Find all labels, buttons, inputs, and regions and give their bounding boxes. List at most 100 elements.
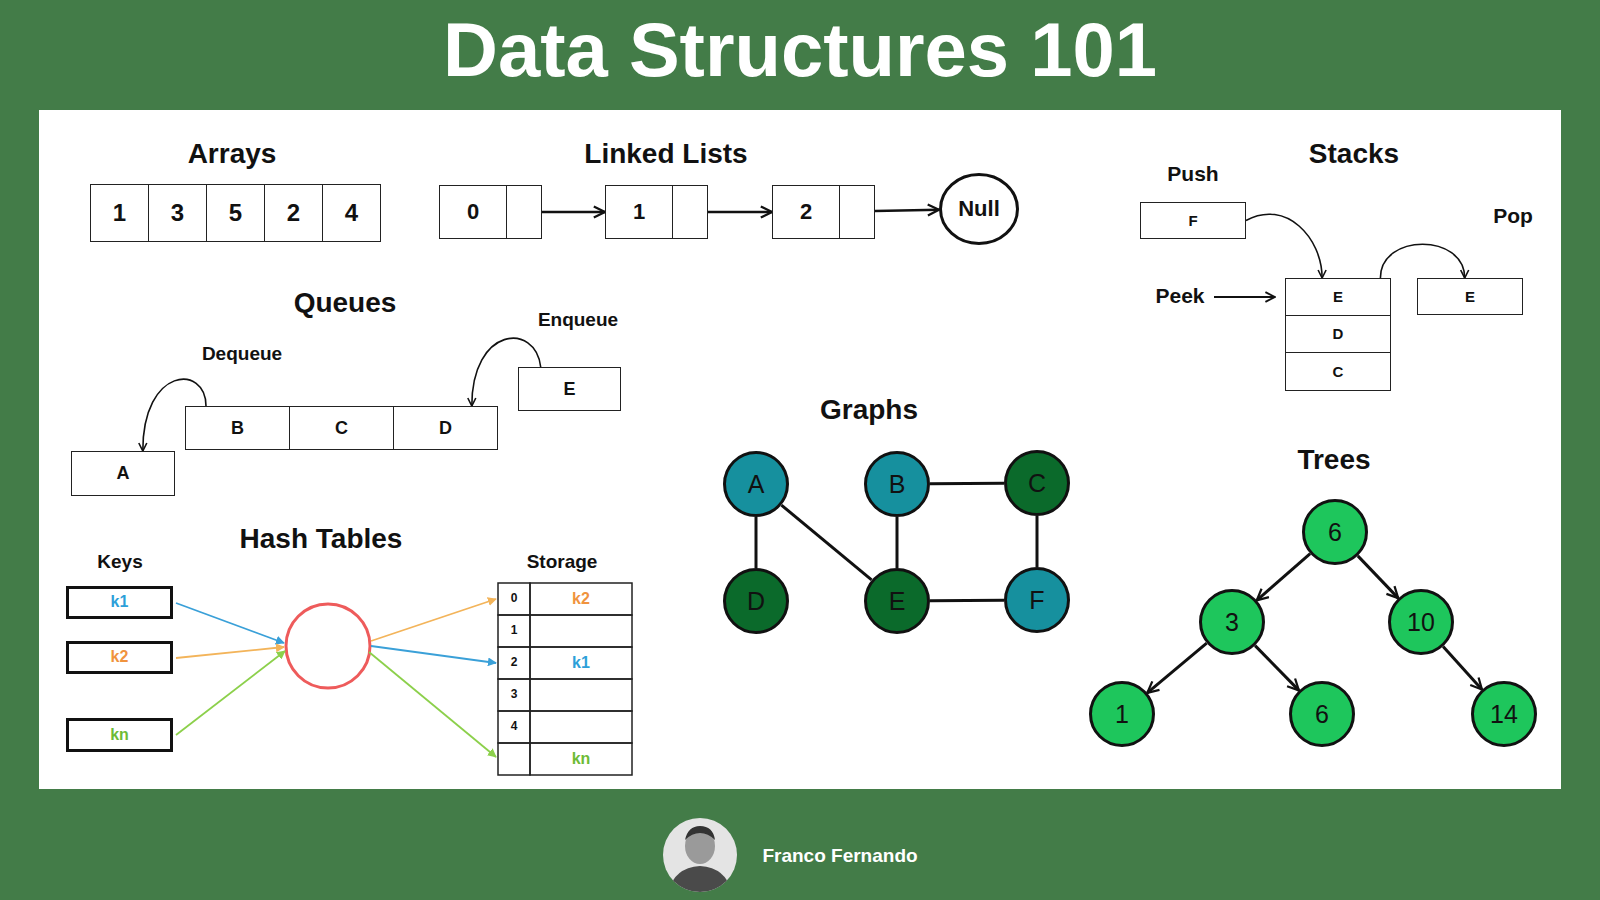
connector: [755, 517, 758, 568]
node-text: C: [335, 418, 348, 439]
storage-cell: [498, 679, 530, 711]
node-text: 4: [345, 199, 358, 227]
connector: [1147, 643, 1206, 693]
storage-cell: [530, 711, 632, 743]
node-text: C: [1028, 469, 1046, 498]
hash-line: [369, 652, 496, 757]
storage-cell: [530, 615, 632, 647]
table-cell: k1: [572, 654, 590, 672]
pointer-cell: [506, 186, 541, 238]
connector: [1380, 244, 1464, 278]
connector: [1255, 646, 1299, 691]
node-text: 1: [633, 199, 645, 224]
storage-cell: [498, 615, 530, 647]
connector: [930, 599, 1004, 603]
table-index: 0: [511, 592, 518, 606]
node-text: B: [231, 418, 244, 439]
node-circle: [866, 453, 929, 516]
connector: [1358, 556, 1398, 598]
array-cell: 4: [322, 184, 381, 242]
hash-function: [286, 604, 370, 688]
table-index: 2: [511, 656, 518, 670]
storage-cell: [498, 583, 530, 615]
storage-cell: [498, 647, 530, 679]
list-node: 1: [605, 185, 708, 239]
table-index: 1: [511, 624, 518, 638]
section-heading: Linked Lists: [584, 138, 747, 170]
pointer-cell: [839, 186, 874, 238]
node-circle: [1304, 501, 1367, 564]
node-circle: [1390, 591, 1453, 654]
enqueue-item: E: [518, 367, 621, 411]
graph-vertex: A: [723, 451, 789, 517]
node-text: 0: [467, 199, 479, 224]
node-text: D: [747, 587, 765, 616]
array-cell: 2: [264, 184, 323, 242]
connector: [1443, 647, 1482, 690]
node-ellipse: [941, 175, 1018, 244]
dequeued-item: A: [71, 451, 175, 496]
avatar-hair: [685, 826, 715, 840]
connector: [896, 517, 899, 568]
connector: [542, 211, 605, 214]
node-circle: [1006, 569, 1069, 632]
storage-cell: [530, 679, 632, 711]
connector: [1036, 516, 1039, 567]
table-cell: k2: [572, 590, 590, 608]
node-text: E: [1465, 288, 1475, 305]
hash-key: kn: [66, 718, 173, 752]
node-circle: [725, 453, 788, 516]
popped-item: E: [1417, 278, 1523, 315]
array-cell: 5: [206, 184, 265, 242]
hash-key: k1: [66, 586, 173, 619]
tree-node: 10: [1388, 589, 1454, 655]
node-text: k2: [111, 648, 129, 666]
column-heading: Storage: [527, 551, 598, 573]
node-text: 3: [171, 199, 184, 227]
push-item: F: [1140, 202, 1246, 239]
tree-node: 6: [1289, 681, 1355, 747]
table-cell: kn: [572, 750, 591, 768]
node-circle: [1201, 591, 1264, 654]
tree-node: 1: [1089, 681, 1155, 747]
node-text: 2: [287, 199, 300, 227]
node-text: 1: [113, 199, 126, 227]
hash-line: [176, 647, 284, 658]
title: Data Structures 101: [443, 6, 1157, 93]
null-terminator: Null: [939, 173, 1019, 245]
array-cell: 3: [148, 184, 207, 242]
hash-key: k2: [66, 641, 173, 674]
node-text: D: [1333, 325, 1344, 342]
node-text: E: [889, 587, 906, 616]
node-text: A: [748, 470, 765, 499]
node-text: Null: [958, 196, 1000, 221]
node-text: A: [117, 463, 130, 484]
node-text: k1: [111, 593, 129, 611]
node-circle: [1091, 683, 1154, 746]
storage-cell: [530, 647, 632, 679]
node-text: E: [1333, 288, 1343, 305]
connector: [1257, 554, 1310, 601]
storage-cell: [498, 711, 530, 743]
graph-vertex: B: [864, 451, 930, 517]
storage-cell: [530, 743, 632, 775]
hash-line: [371, 646, 496, 663]
list-node: 0: [439, 185, 542, 239]
hash-line: [176, 603, 284, 643]
pointer-cell: [672, 186, 707, 238]
operation-label: Pop: [1493, 204, 1533, 228]
list-node: 2: [772, 185, 875, 239]
node-text: 6: [1328, 518, 1342, 547]
graph-vertex: F: [1004, 567, 1070, 633]
operation-label: Peek: [1155, 284, 1204, 308]
peek-arrow: [1214, 296, 1275, 298]
queue-item: B: [185, 406, 290, 450]
node-circle: [866, 570, 929, 633]
node-text: F: [1029, 586, 1044, 615]
node-circle: [725, 570, 788, 633]
node-text: 14: [1490, 700, 1518, 729]
hash-line: [176, 651, 285, 735]
table-index: 3: [511, 688, 518, 702]
author-name: Franco Fernando: [762, 845, 917, 867]
